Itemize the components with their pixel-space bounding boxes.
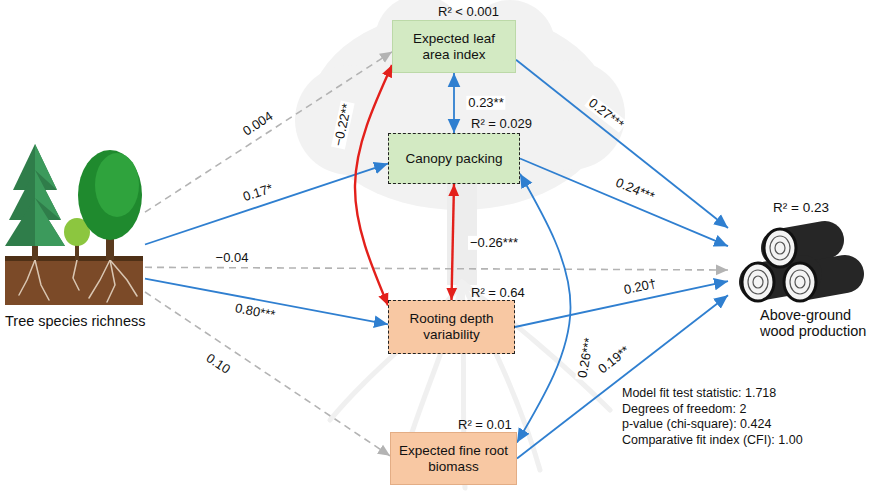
path-coefficient: 0.23**	[466, 96, 505, 110]
process-box: R² = 0.029Canopy packing	[388, 133, 520, 184]
node-label: Above-ground wood production	[728, 307, 878, 340]
r-squared-label: R² = 0.029	[471, 117, 532, 132]
factor-node: Tree species richness	[5, 140, 145, 330]
path-coefficient: 0.27***	[584, 95, 628, 134]
node-label: Expected fine root biomass	[397, 443, 510, 474]
path-arrow	[516, 60, 728, 228]
correlation-arrow	[355, 65, 392, 305]
r-squared-label: R² = 0.64	[471, 286, 525, 301]
path-coefficient: 0.20†	[621, 276, 660, 298]
r-squared-label: R² = 0.23	[728, 200, 883, 216]
node-label: Rooting depth variability	[395, 311, 508, 342]
path-coefficient: 0.24***	[612, 175, 659, 206]
logs-illustration	[742, 229, 845, 301]
background-tree	[295, 0, 625, 488]
path-arrow	[520, 159, 728, 247]
path-arrow	[517, 174, 571, 443]
path-coefficient: 0.004	[239, 108, 277, 140]
path-coefficient: 0.19**	[594, 342, 634, 378]
path-coefficient: 0.26***	[575, 335, 597, 381]
node-label: Expected leaf area index	[399, 31, 509, 62]
path-arrow	[453, 73, 455, 133]
path-arrow	[145, 164, 388, 245]
fit-statistics: Model fit test statistic: 1.718Degrees o…	[622, 386, 803, 448]
fit-statistic: Degrees of freedom: 2	[622, 402, 803, 418]
path-coefficient: −0.26***	[468, 236, 520, 250]
fit-statistic: p-value (chi-square): 0.424	[622, 417, 803, 433]
node-label: Tree species richness	[5, 313, 145, 330]
path-arrow	[145, 279, 388, 325]
path-coefficient: −0.04	[214, 251, 251, 265]
correlation-arrow	[452, 184, 455, 300]
process-box: R² = 0.64Rooting depth variability	[388, 300, 515, 354]
trees-illustration	[5, 144, 143, 305]
path-coefficient: 0.10	[202, 350, 234, 378]
nonsignificant-path	[145, 292, 390, 456]
fit-statistic: Comparative fit index (CFI): 1.00	[622, 433, 803, 449]
path-coefficient: 0.80***	[232, 301, 278, 323]
fit-statistic: Model fit test statistic: 1.718	[622, 386, 803, 402]
outcome-node: R² = 0.23Above-ground wood production	[728, 200, 883, 340]
node-label: Canopy packing	[406, 151, 503, 167]
process-box: R² = 0.01Expected fine root biomass	[390, 432, 517, 485]
r-squared-label: R² < 0.001	[438, 5, 499, 20]
r-squared-label: R² = 0.01	[458, 418, 512, 433]
path-coefficient: −0.22**	[331, 101, 355, 150]
path-coefficient: 0.17*	[239, 181, 276, 205]
process-box: R² < 0.001Expected leaf area index	[392, 20, 516, 73]
nonsignificant-path	[145, 267, 728, 270]
